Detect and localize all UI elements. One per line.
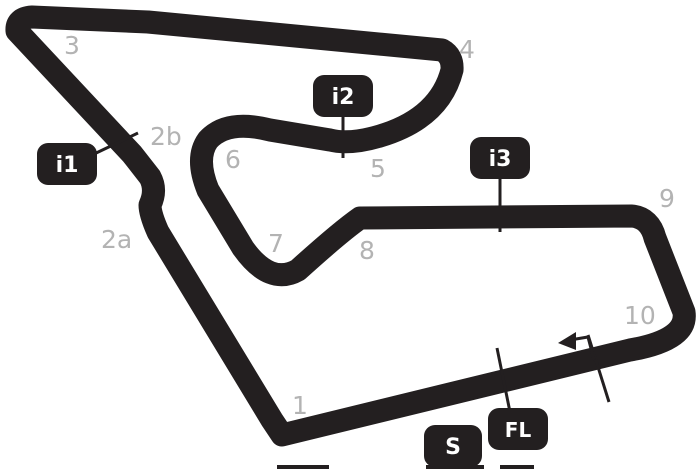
corner-label-10: 10 — [624, 301, 656, 330]
finish-line-label: FL — [505, 418, 532, 442]
finish-line-marker — [495, 347, 512, 413]
grid-slot — [500, 465, 534, 469]
start-label: S — [445, 435, 461, 460]
corner-label-7: 7 — [268, 229, 284, 258]
direction-arrow-icon — [558, 332, 596, 361]
start-badge: S — [424, 425, 482, 467]
i3-badge: i3 — [470, 137, 530, 179]
corner-label-2b: 2b — [150, 122, 182, 151]
i1-badge: i1 — [37, 143, 97, 185]
corner-label-4: 4 — [459, 35, 475, 64]
circuit-track — [5, 5, 696, 447]
i1-badge-label: i1 — [56, 153, 79, 178]
i2-badge: i2 — [313, 75, 373, 117]
corner-label-5: 5 — [370, 154, 386, 183]
corner-label-2a: 2a — [101, 225, 132, 254]
corner-label-9: 9 — [659, 184, 675, 213]
i2-badge-label: i2 — [332, 85, 355, 110]
corner-label-3: 3 — [64, 31, 80, 60]
grid-slot — [277, 465, 329, 469]
corner-label-8: 8 — [359, 236, 375, 265]
i3-badge-label: i3 — [489, 147, 512, 172]
corner-label-6: 6 — [225, 145, 241, 174]
corner-label-1: 1 — [292, 391, 308, 420]
finish-line-badge: FL — [488, 408, 548, 450]
i1-marker-line — [91, 131, 139, 157]
